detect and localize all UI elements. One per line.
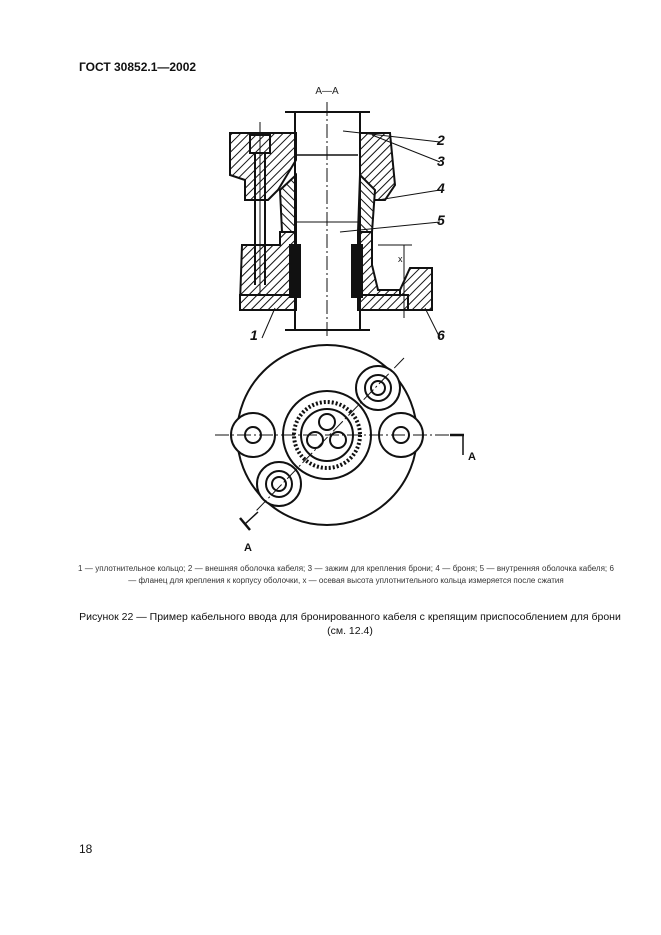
part-label-1: 1 [250,327,258,343]
document-header: ГОСТ 30852.1—2002 [79,60,197,74]
part-label-5: 5 [437,212,445,228]
page-number: 18 [79,842,93,856]
dimension-label: x [398,254,403,264]
section-view: А—А x [229,86,441,339]
part-label-2: 2 [436,132,445,148]
plan-view [215,344,464,531]
part-label-3: 3 [437,153,445,169]
view-marker-right: А [468,451,476,463]
part-label-6: 6 [437,327,445,343]
figure-caption: Рисунок 22 — Пример кабельного ввода для… [79,611,621,637]
part-label-4: 4 [436,180,445,196]
view-marker-bottom: А [244,542,252,554]
section-label: А—А [315,86,339,97]
figure-legend: 1 — уплотнительное кольцо; 2 — внешняя о… [78,564,614,585]
